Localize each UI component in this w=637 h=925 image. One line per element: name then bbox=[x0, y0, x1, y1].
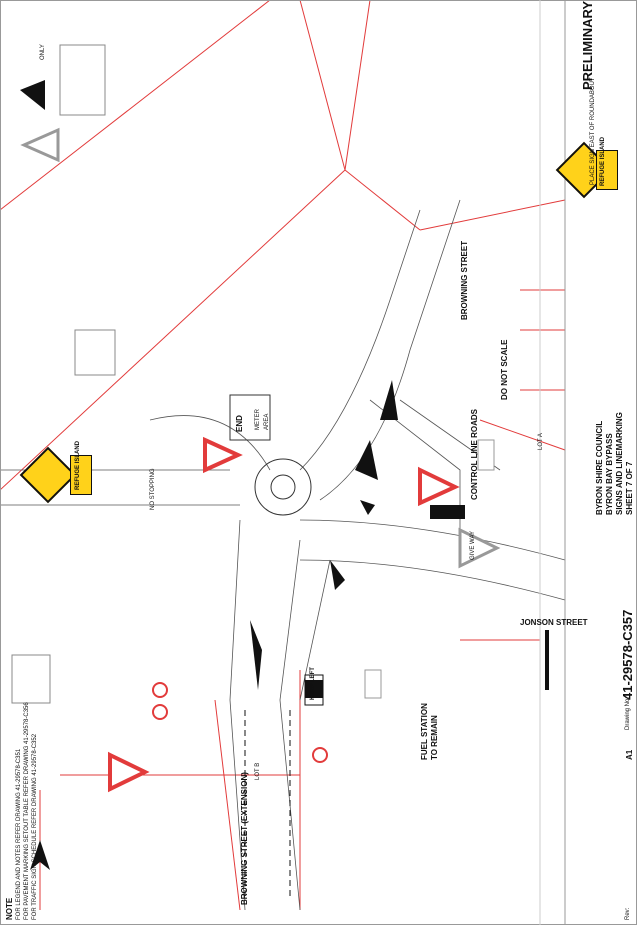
no-stopping-sign-text: NO STOPPING bbox=[150, 468, 156, 510]
only-sign-text: ONLY bbox=[40, 44, 46, 60]
roundabout-sign-2 bbox=[418, 466, 460, 507]
browning-street-label: BROWNING STREET bbox=[460, 240, 469, 320]
give-way-sign-top bbox=[20, 127, 60, 163]
lot-a-label: LOT A bbox=[538, 433, 544, 450]
roundabout-sign-1 bbox=[203, 436, 243, 474]
lot-b-label: LOT B bbox=[255, 762, 261, 780]
refuge-island-sign-top-plate bbox=[70, 455, 92, 495]
place-sign-note: PLACE SIGN EAST OF ROUNDABOUT bbox=[590, 77, 596, 185]
client-label: BYRON SHIRE COUNCIL bbox=[595, 420, 604, 515]
note-item-1: FOR LEGEND AND NOTES REFER DRAWING 41-29… bbox=[16, 748, 22, 920]
refuge-island-sign-right-plate bbox=[596, 150, 618, 190]
notes-heading: NOTE bbox=[5, 897, 14, 920]
project-label: BYRON BAY BYPASS bbox=[605, 433, 614, 515]
give-way-sign bbox=[458, 527, 501, 569]
control-line-label: CONTROL LINE ROADS bbox=[470, 409, 479, 500]
jonson-street-label: JONSON STREET bbox=[520, 618, 588, 627]
roundabout-sign-3 bbox=[108, 751, 150, 793]
meter-sign-text: METER bbox=[255, 409, 261, 430]
end-sign-text: END bbox=[235, 415, 244, 432]
sheet-size: A1 bbox=[625, 749, 634, 760]
note-item-2: FOR PAVEMENT MARKING SETOUT TABLE REFER … bbox=[24, 702, 30, 920]
refuge-sign-text-right: REFUGE ISLAND bbox=[600, 136, 606, 186]
fuel-station-label: FUEL STATION bbox=[420, 703, 429, 760]
drawing-number-label: Drawing No: bbox=[625, 696, 631, 730]
keep-left-sign-text: KEEP LEFT bbox=[310, 667, 316, 700]
give-way-sign-text: GIVE WAY bbox=[470, 530, 476, 560]
drawing-number: 41-29578-C357 bbox=[620, 609, 635, 700]
browning-street-extension-label: BROWNING STREET (EXTENSION) bbox=[240, 772, 249, 905]
area-sign-text: AREA bbox=[264, 413, 270, 430]
rev-label: Rev: bbox=[625, 907, 631, 920]
title-line-1: SIGNS AND LINEMARKING bbox=[615, 412, 624, 515]
title-line-2: SHEET 7 OF 7 bbox=[625, 461, 634, 515]
to-remain-label: TO REMAIN bbox=[430, 715, 439, 760]
refuge-sign-text: REFUGE ISLAND bbox=[75, 440, 81, 490]
do-not-scale-label: DO NOT SCALE bbox=[500, 339, 509, 400]
note-item-3: FOR TRAFFIC SIGN SCHEDULE REFER DRAWING … bbox=[32, 733, 38, 920]
